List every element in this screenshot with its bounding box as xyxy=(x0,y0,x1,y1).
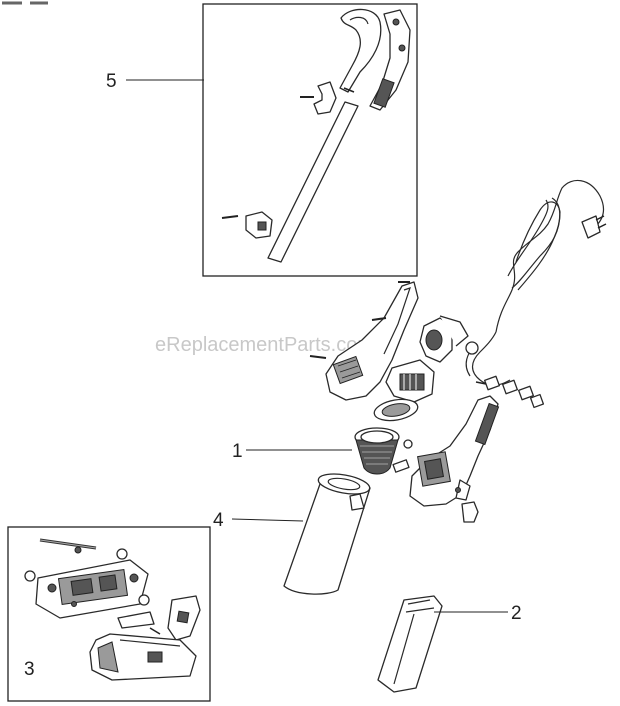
dust-filter xyxy=(354,427,413,475)
main-body-left-shell xyxy=(309,281,419,401)
nozzle-assembly-box xyxy=(7,526,211,702)
callout-2: 2 xyxy=(511,603,522,624)
callout-4-leader xyxy=(231,518,304,522)
switch-and-contacts xyxy=(475,375,545,409)
motor-assembly xyxy=(419,315,479,363)
plug-icon xyxy=(581,215,601,239)
fan-grille xyxy=(373,398,419,422)
dust-bowl xyxy=(283,473,371,595)
crevice-tool xyxy=(377,595,443,693)
power-cord xyxy=(465,179,607,386)
handle-side-shell xyxy=(369,9,411,111)
handle-assembly-box xyxy=(202,3,418,277)
wheel-icon xyxy=(24,570,36,582)
release-button xyxy=(461,501,479,523)
handle-hook-clip xyxy=(313,81,337,115)
watermark: eReplacementParts.com xyxy=(155,334,374,356)
extension-tube xyxy=(267,101,359,263)
main-body-right-shell xyxy=(409,395,500,507)
upper-handle-grip xyxy=(339,8,382,93)
callout-3: 3 xyxy=(24,659,35,680)
callout-4: 4 xyxy=(213,510,224,531)
callout-5: 5 xyxy=(106,71,117,92)
callout-1: 1 xyxy=(232,441,243,462)
motor-fan-housing xyxy=(385,359,435,403)
